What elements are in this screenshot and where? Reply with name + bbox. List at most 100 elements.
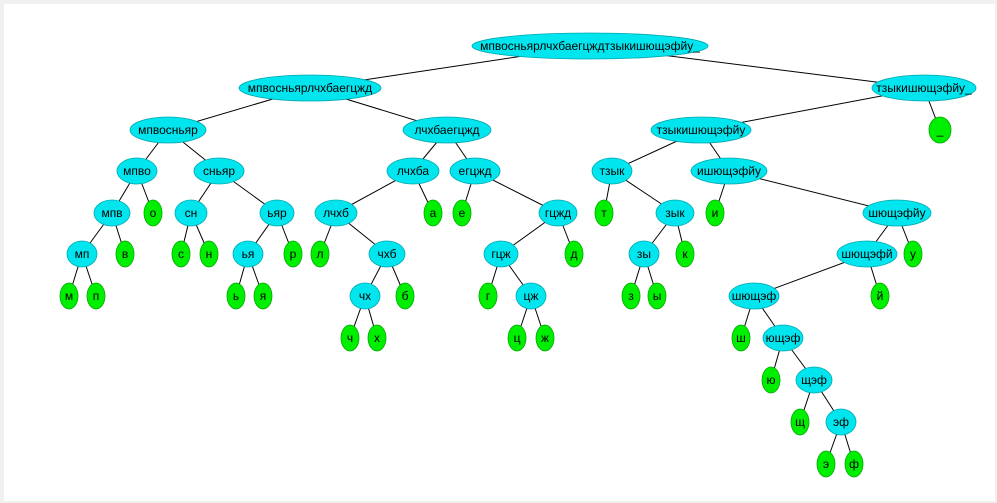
node-label: зы [637,247,651,261]
node-label: й [877,289,884,303]
node-label: лчхб [323,206,349,220]
tree-internal-node: мпв [93,199,131,227]
tree-internal-node: лчхбаегцжд [402,116,492,144]
tree-leaf-node: е [452,199,472,227]
node-ellipse [535,324,555,352]
tree-leaf-node: й [870,282,890,310]
node-ellipse [591,157,633,185]
node-ellipse [449,157,501,185]
node-ellipse [59,282,79,310]
node-ellipse [174,199,208,227]
node-label: тзыкишющэфйу_ [876,81,972,95]
tree-internal-node: мпвосньярлчхбаегцждтзыкишющэфйу_ [471,32,709,60]
tree-internal-node: тзыкишющэфйу [650,116,752,144]
node-label: шющэфй [841,247,892,261]
tree-leaf-node: н [199,240,219,268]
tree-leaf-node: о [143,199,163,227]
node-label: и [712,206,719,220]
node-label: с [178,247,184,261]
tree-leaf-node: ш [731,324,751,352]
tree-leaf-node: ь [226,282,246,310]
node-ellipse [762,324,804,352]
node-ellipse [903,240,923,268]
tree-internal-node: тзык [591,157,633,185]
tree-leaf-node: э [816,450,836,478]
node-ellipse [761,366,781,394]
node-ellipse [564,240,584,268]
node-ellipse [226,282,246,310]
node-label: н [206,247,213,261]
tree-internal-node: мпвосньярлчхбаегцжд [238,74,382,102]
node-label: а [430,206,437,220]
tree-leaf-node: т [594,199,614,227]
node-ellipse [655,199,695,227]
node-label: т [601,206,607,220]
node-ellipse [314,199,358,227]
tree-internal-node: эф [825,408,857,436]
node-label: ющэф [766,331,801,345]
tree-leaf-node: з [621,282,641,310]
node-ellipse [507,324,527,352]
tree-leaf-node: м [59,282,79,310]
node-ellipse [395,282,415,310]
node-label: мп [75,247,90,261]
node-ellipse [340,324,360,352]
tree-internal-node: чх [349,282,381,310]
tree-leaf-node: я [253,282,273,310]
node-label: шющэф [732,289,777,303]
node-label: ф [849,457,859,471]
tree-leaf-node: г [478,282,498,310]
node-label: ш [736,331,746,345]
node-ellipse [116,157,158,185]
tree-internal-node: зы [628,240,660,268]
node-ellipse [705,199,725,227]
tree-internal-node: егцжд [449,157,501,185]
node-label: мпвосньярлчхбаегцжд [248,81,372,95]
node-ellipse [471,32,709,60]
node-ellipse [478,282,498,310]
node-ellipse [844,450,864,478]
tree-internal-node: ьяр [259,199,295,227]
tree-leaf-node: а [423,199,443,227]
node-label: э [823,457,829,471]
node-label: м [65,289,73,303]
node-ellipse [129,116,207,144]
node-label: цж [524,289,539,303]
node-label: мпв [101,206,122,220]
node-ellipse [790,408,810,436]
node-label: щ [795,415,805,429]
tree-internal-node: ья [232,240,264,268]
tree-leaf-node: в [115,240,135,268]
node-label: гцж [491,247,510,261]
huffman-tree-diagram: мпвосньярлчхбаегцждтзыкишющэфйу_мпвоснья… [59,32,977,478]
tree-internal-node: сньяр [193,157,245,185]
tree-internal-node: ишющэфйу [690,157,768,185]
tree-leaf-node: к [675,240,695,268]
node-label: мпво [123,164,151,178]
tree-nodes: мпвосньярлчхбаегцждтзыкишющэфйу_мпвоснья… [59,32,977,478]
tree-leaf-node: ы [647,282,667,310]
node-ellipse [825,408,857,436]
node-label: мпвосньярлчхбаегцждтзыкишющэфйу_ [480,39,700,53]
node-ellipse [452,199,472,227]
node-ellipse [93,199,131,227]
node-label: ж [541,331,549,345]
node-label: гцжд [545,206,571,220]
node-label: сн [185,206,198,220]
node-ellipse [238,74,382,102]
node-label: чхб [378,247,397,261]
node-ellipse [386,157,440,185]
tree-internal-node: гцж [483,240,519,268]
node-label: лчхба [397,164,429,178]
tree-leaf-node: с [171,240,191,268]
node-ellipse [66,240,98,268]
node-label: у [910,247,916,261]
node-label: тзыкишющэфйу [657,123,746,137]
node-ellipse [171,240,191,268]
node-ellipse [259,199,295,227]
node-ellipse [483,240,519,268]
tree-internal-node: лчхб [314,199,358,227]
node-ellipse [728,282,780,310]
tree-leaf-node: ц [507,324,527,352]
node-ellipse [115,240,135,268]
